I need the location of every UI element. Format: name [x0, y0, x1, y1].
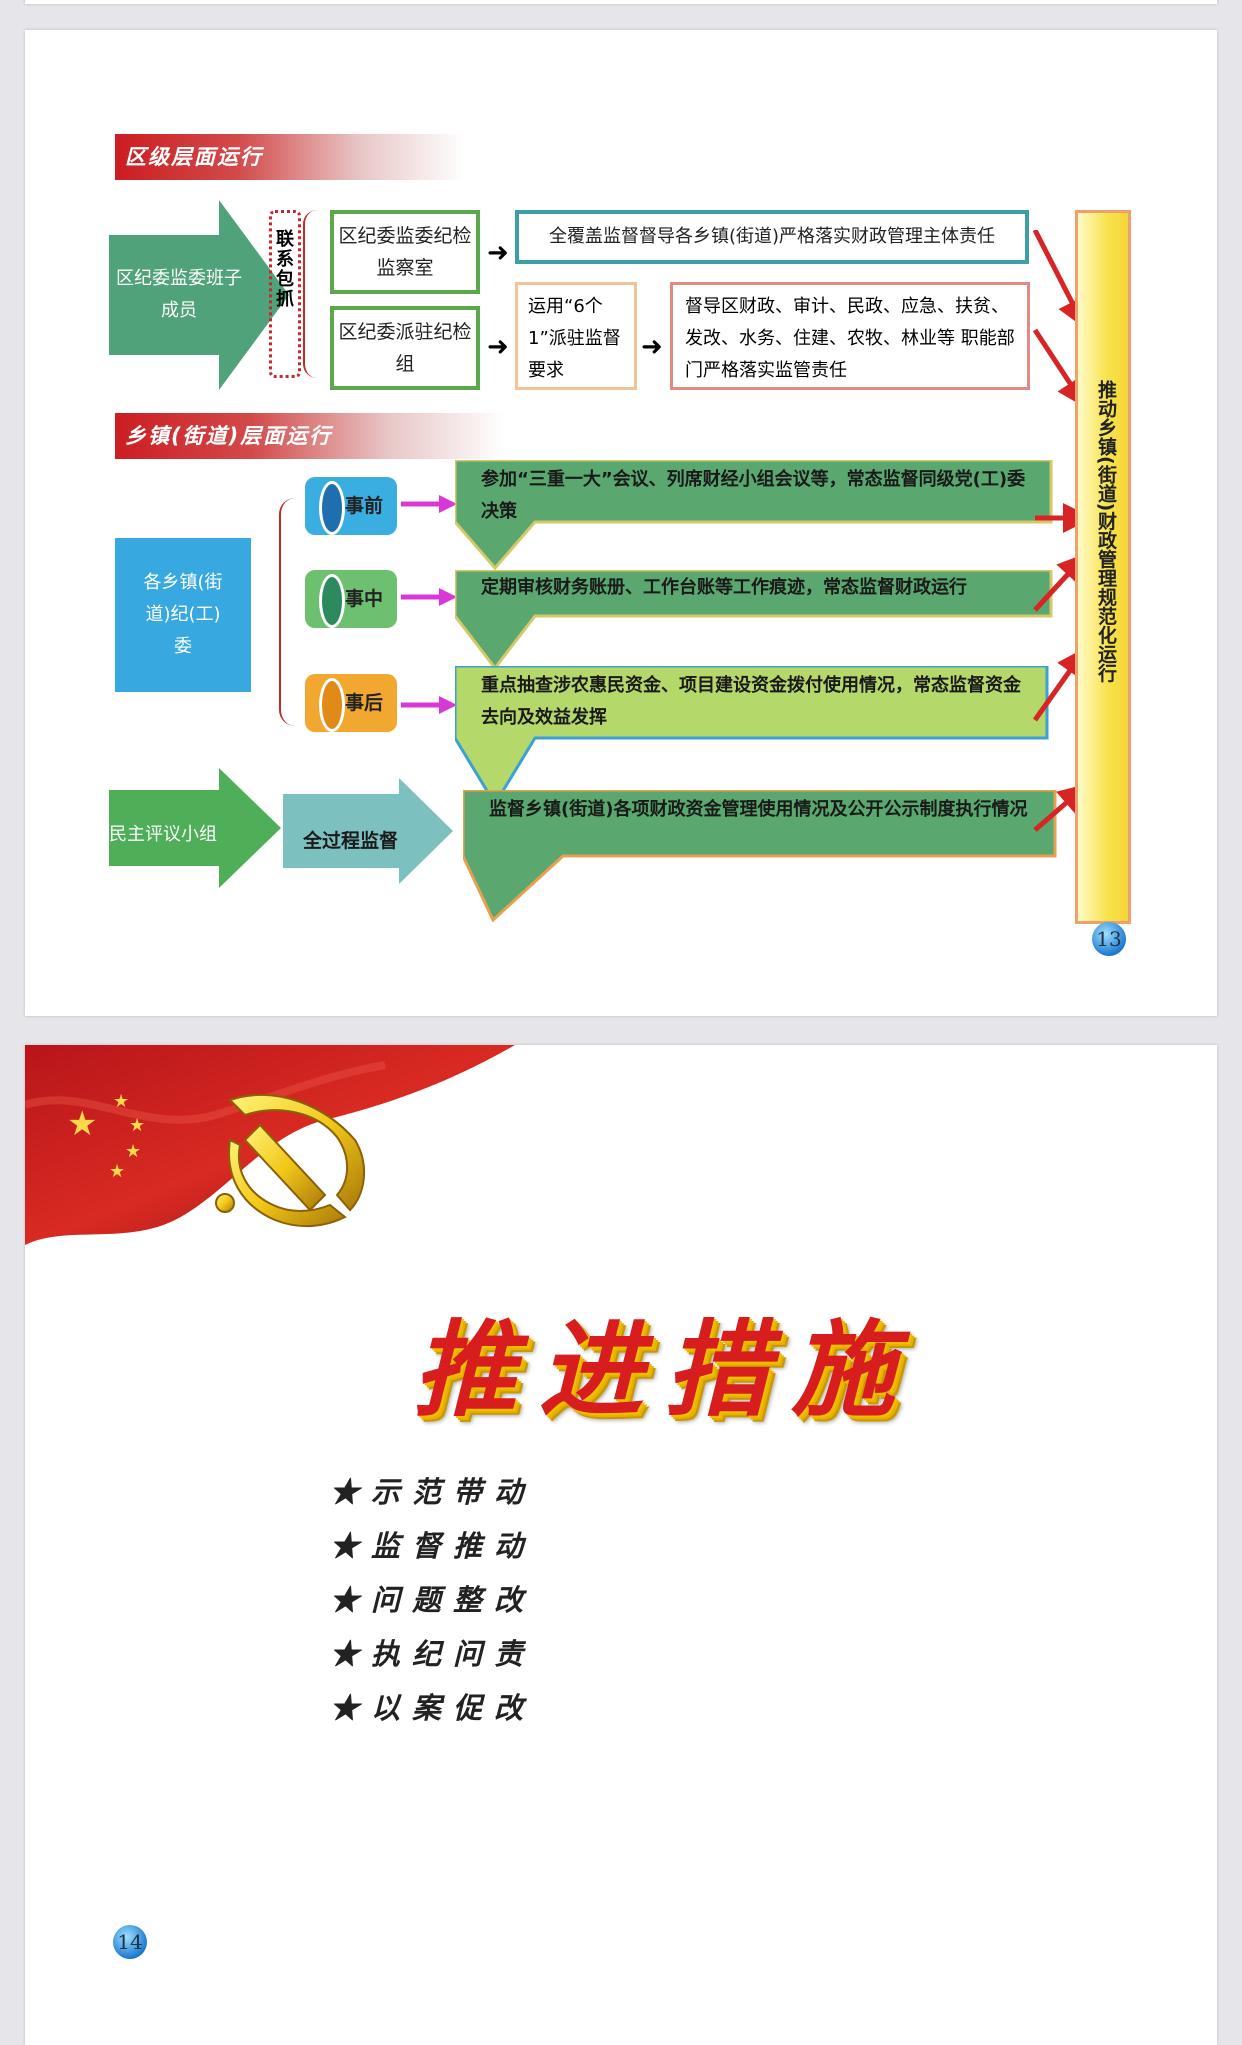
- list-item: ★监督推动: [330, 1529, 536, 1563]
- svg-text:★: ★: [113, 1091, 129, 1112]
- list-item: ★示范带动: [330, 1475, 536, 1509]
- measures-list: ★示范带动 ★监督推动 ★问题整改 ★执纪问责 ★以案促改: [330, 1465, 535, 1735]
- page-number: 13: [1092, 922, 1126, 956]
- stage-label: 事中: [345, 588, 384, 610]
- departments-box: 督导区财政、审计、民政、应急、扶贫、发改、水务、住建、农牧、林业等 职能部门严格…: [670, 282, 1030, 390]
- leader-label: 区纪委监委班子成员: [116, 268, 242, 321]
- banner-shape: [455, 570, 1053, 671]
- democratic-arrow: [109, 768, 281, 888]
- section-title-township: 乡镇(街道)层面运行: [115, 413, 505, 459]
- slide-13: 区级层面运行 区纪委监委班子成员 联 系 包 抓 区纪委监委纪检监察室 区纪委派…: [25, 30, 1217, 1016]
- party-flag-image: ★ ★ ★ ★ ★: [25, 1045, 515, 1245]
- leader-arrow: [109, 200, 289, 390]
- banner-shape: [455, 460, 1053, 570]
- stage-after: 事后: [305, 674, 397, 732]
- arrow-right-icon: ➜: [487, 332, 509, 362]
- township-brace: [279, 498, 297, 726]
- liaison-brace: [303, 210, 319, 378]
- arrow-right-icon: ➜: [487, 238, 509, 268]
- list-item: ★问题整改: [330, 1583, 536, 1617]
- banner-before: 参加“三重一大”会议、列席财经小组会议等，常态监督同级党(工)委决策: [481, 469, 1026, 522]
- list-item: ★以案促改: [330, 1691, 536, 1725]
- stationed-box: 区纪委派驻纪检组: [330, 306, 480, 390]
- office-box: 区纪委监委纪检监察室: [330, 210, 480, 294]
- process-label: 全过程监督: [303, 830, 399, 852]
- magenta-arrow-icon: [401, 696, 457, 714]
- liaison-char: 联: [276, 229, 294, 250]
- previous-page-strip: [25, 0, 1217, 4]
- page-number: 14: [113, 1925, 147, 1959]
- banner-bottom: 监督乡镇(街道)各项财政资金管理使用情况及公开公示制度执行情况: [489, 799, 1028, 820]
- banner-after: 重点抽查涉农惠民资金、项目建设资金拨付使用情况，常态监督资金去向及效益发挥: [481, 675, 1021, 728]
- liaison-char: 抓: [276, 289, 294, 310]
- svg-text:★: ★: [67, 1104, 97, 1144]
- liaison-char: 包: [276, 269, 294, 290]
- six-one-box: 运用“6个1”派驻监督要求: [515, 282, 637, 390]
- magenta-arrow-icon: [401, 495, 457, 513]
- svg-text:★: ★: [125, 1141, 141, 1162]
- svg-text:★: ★: [129, 1115, 145, 1136]
- slide-14: ★ ★ ★ ★ ★ 推进措施 ★示范带动 ★监督推动 ★问题整改 ★执纪问责 ★…: [25, 1045, 1217, 2045]
- section-title-district: 区级层面运行: [115, 134, 465, 180]
- stage-during: 事中: [305, 570, 397, 628]
- slide-title: 推进措施: [412, 1308, 917, 1431]
- list-item: ★执纪问责: [330, 1637, 536, 1671]
- township-box: 各乡镇(街道)纪(工)委: [115, 538, 251, 692]
- svg-text:★: ★: [109, 1161, 125, 1182]
- arrow-right-icon: ➜: [641, 332, 663, 362]
- result-text: 推动乡镇(街道)财政管理规范化运行: [1095, 380, 1117, 683]
- stage-label: 事后: [345, 692, 384, 714]
- process-arrow: [283, 778, 453, 884]
- liaison-box: [269, 210, 301, 378]
- stage-before: 事前: [305, 477, 397, 535]
- full-coverage-box: 全覆盖监督督导各乡镇(街道)严格落实财政管理主体责任: [515, 210, 1029, 264]
- liaison-char: 系: [276, 249, 294, 270]
- banner-shape: [455, 666, 1049, 806]
- banner-shape: [463, 790, 1057, 923]
- magenta-arrow-icon: [401, 588, 457, 606]
- stage-label: 事前: [345, 495, 384, 517]
- banner-during: 定期审核财务账册、工作台账等工作痕迹，常态监督财政运行: [481, 577, 967, 598]
- democratic-label: 民主评议小组: [109, 824, 217, 845]
- liaison-label: 联 系 包 抓: [274, 230, 296, 310]
- result-column: [1075, 210, 1131, 924]
